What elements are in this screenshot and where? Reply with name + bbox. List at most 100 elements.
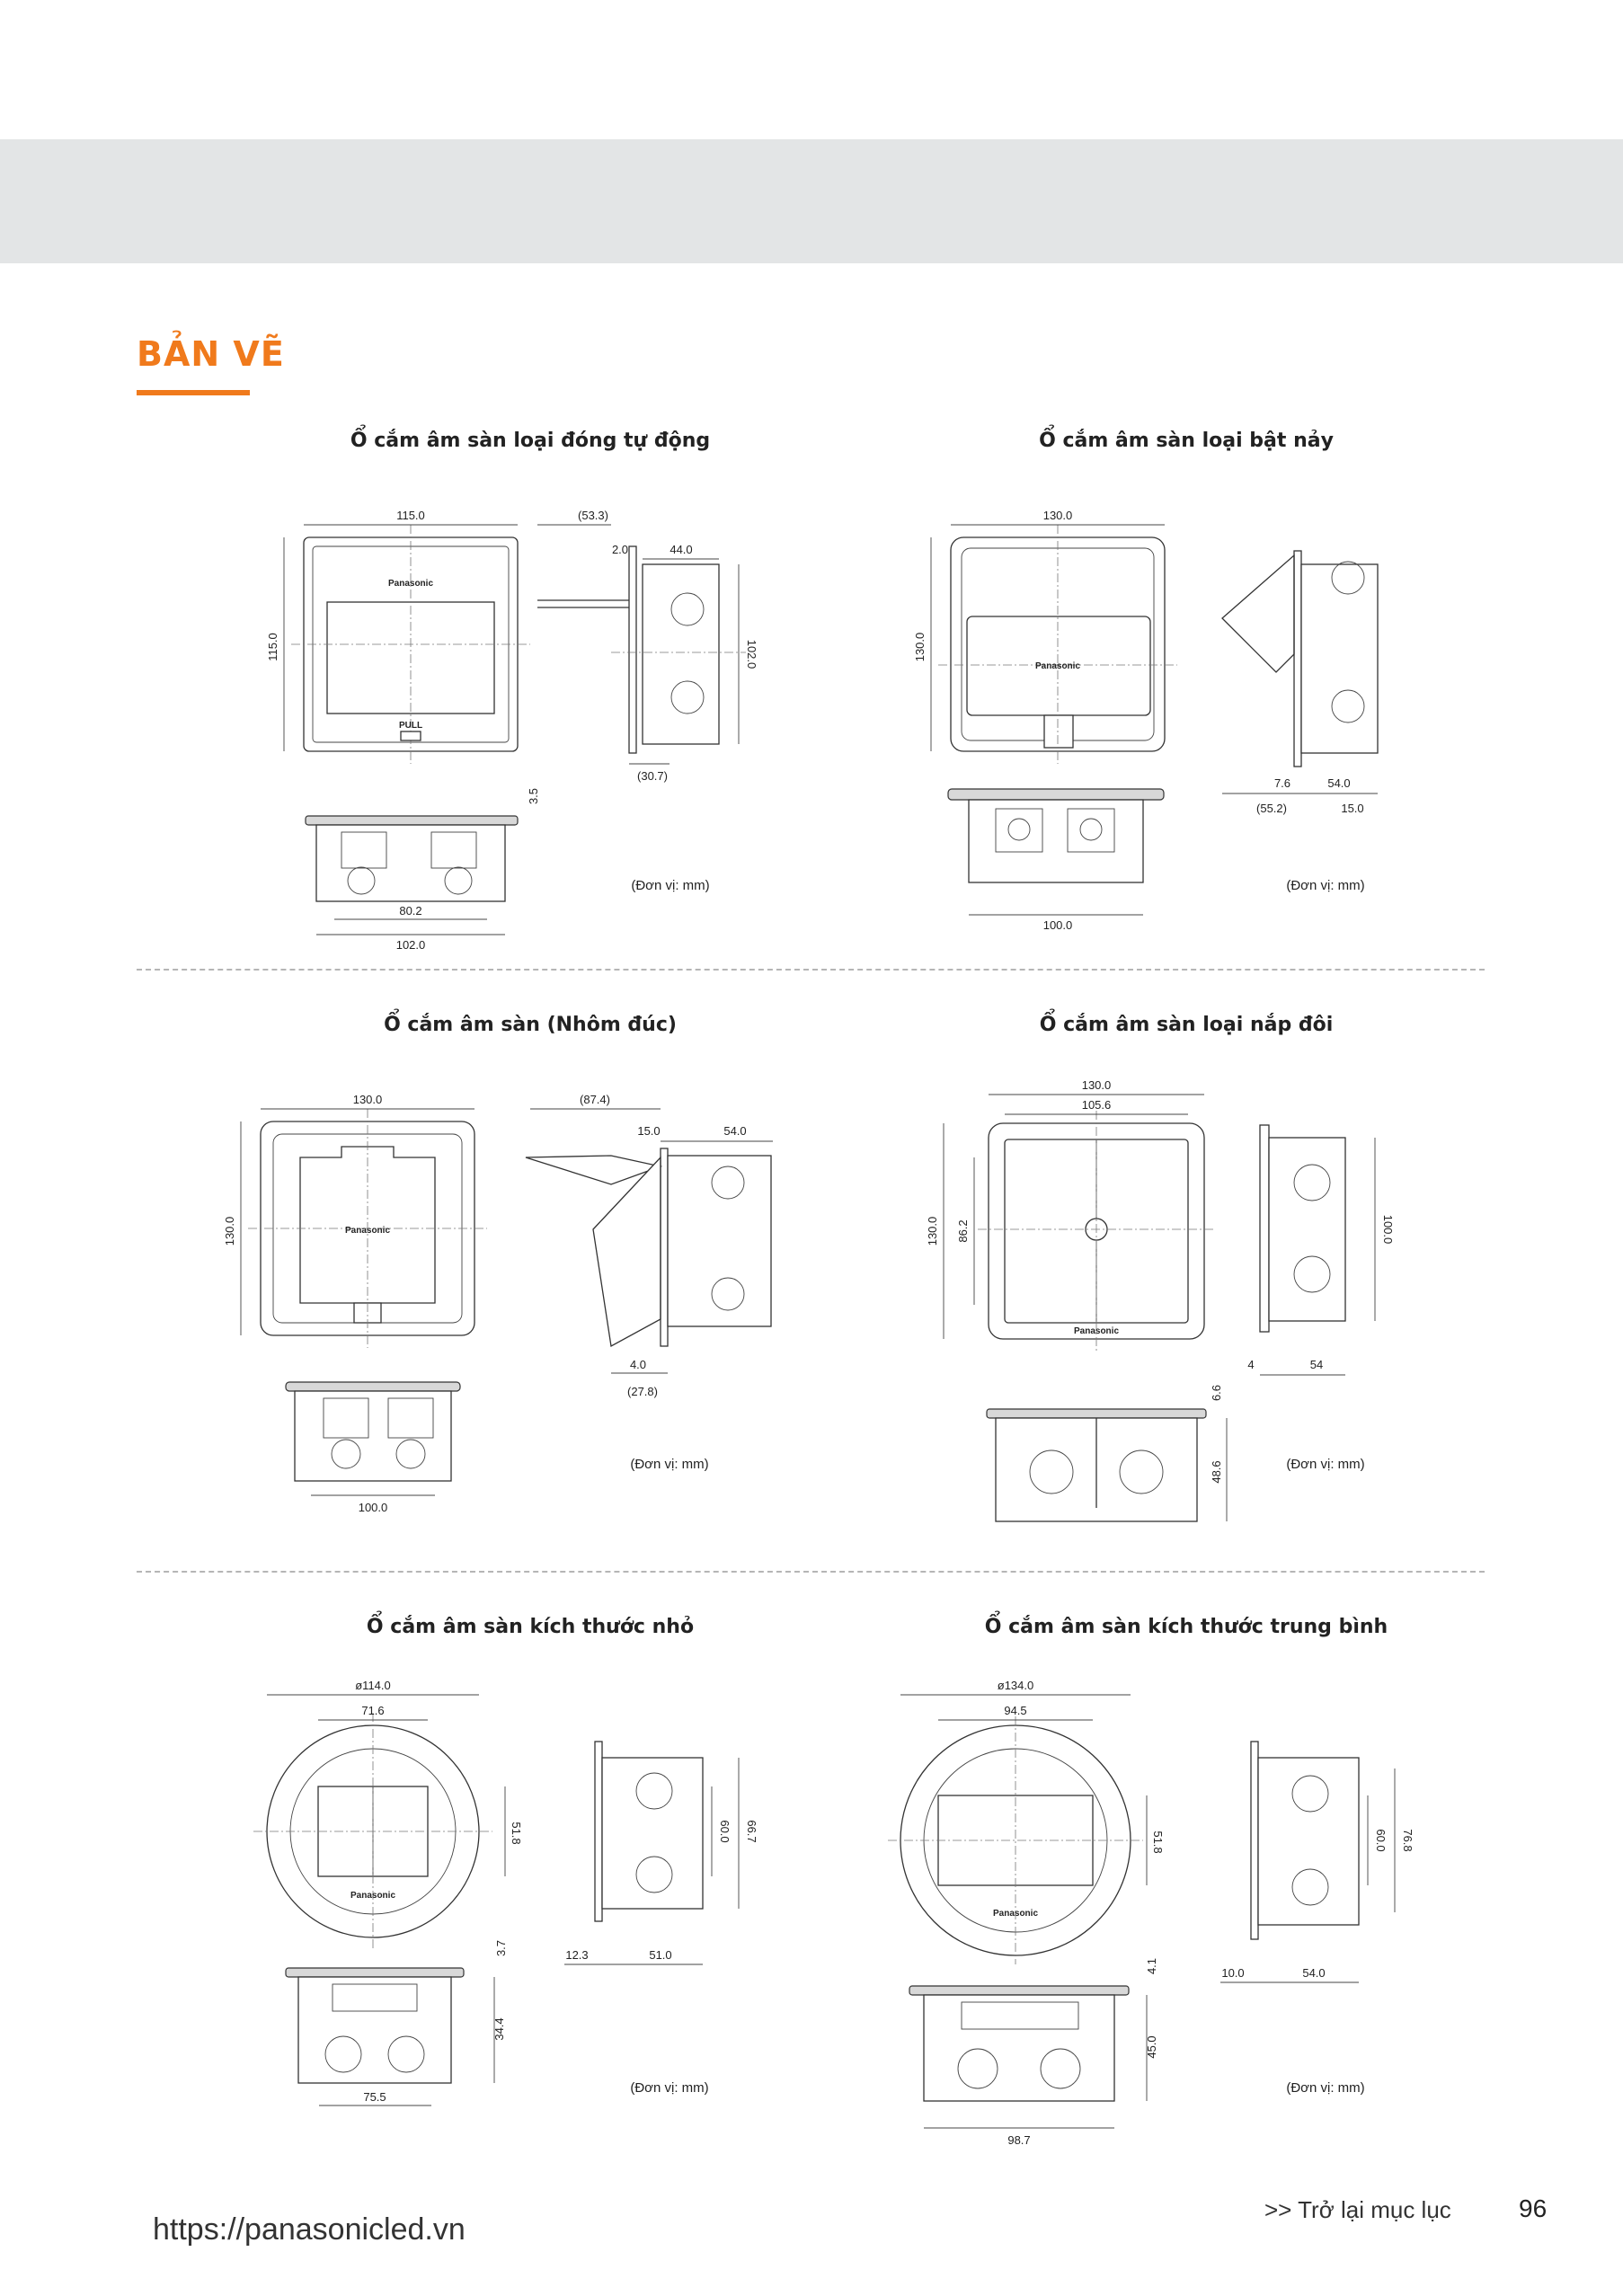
drawing-pop-up: Ổ cắm âm sàn loại bật nảy Panasonic 130.…: [845, 430, 1528, 969]
side-box: [1300, 563, 1379, 754]
drawing-title: Ổ cắm âm sàn kích thước nhỏ: [366, 1616, 695, 1638]
technical-drawing: Panasonic 130.0 105.6 130.0 86.2 100.0 4…: [926, 1078, 1395, 1522]
dim-open: (55.2): [1256, 802, 1287, 815]
dim-lid-height: 51.8: [510, 1822, 523, 1844]
unit-label: (Đơn vị: mm): [630, 1457, 708, 1472]
brand-logo-text: Panasonic: [345, 1226, 390, 1236]
dim-flange: 10.0: [1221, 1966, 1244, 1980]
dim-lid-height: 51.8: [1151, 1831, 1165, 1853]
page-number: 96: [1519, 2194, 1548, 2222]
dim-lid-depth: (30.7): [637, 769, 668, 783]
back-to-contents-link[interactable]: >> Trở lại mục lục: [1264, 2196, 1451, 2223]
brand-logo-text: Panasonic: [1074, 1326, 1119, 1336]
dim-width: 130.0: [353, 1093, 383, 1106]
dim-box-height: 60.0: [718, 1820, 732, 1842]
drawing-aluminium: Ổ cắm âm sàn (Nhôm đúc) Panasonic 130.0 …: [189, 1014, 872, 1553]
dim-base: 75.5: [363, 2090, 386, 2104]
section-title: BẢN VẼ: [137, 334, 285, 374]
front-box: [297, 1976, 452, 2084]
unit-label: (Đơn vị: mm): [631, 878, 709, 893]
side-box: [601, 1757, 704, 1910]
dim-offset: 15.0: [1341, 802, 1363, 815]
drawing-title: Ổ cắm âm sàn (Nhôm đúc): [384, 1014, 677, 1036]
dim-inner: 105.6: [1082, 1098, 1112, 1112]
dim-lid-depth: (27.8): [627, 1385, 658, 1398]
brand-logo-text: Panasonic: [1035, 661, 1080, 671]
dim-open: (87.4): [580, 1093, 610, 1106]
dim-box-height: 60.0: [1374, 1829, 1388, 1851]
drawing-small: Ổ cắm âm sàn kích thước nhỏ Panasonic ø1…: [189, 1616, 872, 2155]
dim-depth: 54.0: [1302, 1966, 1325, 1980]
drawing-auto-close: Ổ cắm âm sàn loại đóng tự động Panasonic…: [189, 430, 872, 969]
dim-overall-height: 66.7: [745, 1820, 758, 1842]
pull-label: PULL: [399, 721, 422, 731]
unit-label: (Đơn vị: mm): [1286, 878, 1364, 893]
technical-drawing: Panasonic PULL 115.0 115.0 (53.3) 2.0 44…: [266, 509, 758, 952]
section-title-underline: [137, 390, 250, 395]
brand-logo-text: Panasonic: [993, 1909, 1038, 1919]
drawing-title: Ổ cắm âm sàn kích thước trung bình: [984, 1616, 1388, 1638]
dim-inner-height: 86.2: [956, 1219, 970, 1242]
drawing-title: Ổ cắm âm sàn loại bật nảy: [1039, 430, 1334, 452]
dim-overall-height: 76.8: [1401, 1829, 1415, 1851]
side-box: [667, 1155, 772, 1327]
unit-label: (Đơn vị: mm): [1286, 1457, 1364, 1472]
front-box: [315, 824, 506, 902]
technical-drawing: Panasonic ø134.0 94.5 51.8 60.0 76.8 10.…: [888, 1679, 1415, 2147]
dim-thickness: 3.5: [527, 788, 540, 804]
dim-diameter: ø134.0: [998, 1679, 1033, 1692]
dim-inner: 80.2: [399, 904, 421, 918]
dim-width: 115.0: [396, 509, 425, 522]
technical-drawing: Panasonic 130.0 130.0 7.6 54.0 (55.2) 15…: [913, 509, 1379, 932]
brand-logo-text: Panasonic: [350, 1891, 395, 1901]
dim-depth: 54: [1310, 1358, 1323, 1371]
dim-width: 130.0: [1043, 509, 1073, 522]
side-flange: [628, 545, 637, 754]
brand-logo-text: Panasonic: [388, 579, 433, 589]
drawing-title: Ổ cắm âm sàn loại nắp đôi: [1039, 1014, 1334, 1036]
drawing-double-lid: Ổ cắm âm sàn loại nắp đôi Panasonic 130.…: [845, 1014, 1528, 1553]
popup-lid: [1221, 554, 1295, 673]
dim-box-height: 100.0: [1381, 1215, 1395, 1245]
technical-drawing: Panasonic ø114.0 71.6 51.8 60.0 66.7 12.…: [253, 1679, 758, 2106]
dim-lip: 4.0: [630, 1358, 646, 1371]
unit-label: (Đơn vị: mm): [1286, 2080, 1364, 2096]
dim-depth: 51.0: [649, 1948, 671, 1962]
front-box: [294, 1390, 452, 1482]
dim-lid-width: 71.6: [361, 1704, 384, 1717]
dim-thickness: 3.7: [494, 1940, 508, 1956]
dim-depth: 54.0: [1327, 776, 1350, 790]
dim-box-height: 102.0: [745, 640, 758, 669]
dim-flange: 12.3: [565, 1948, 588, 1962]
footer-website-url: https://panasonicled.vn: [153, 2212, 466, 2247]
dim-thickness: 4.1: [1145, 1958, 1158, 1974]
dim-height: 115.0: [266, 633, 279, 661]
dim-depth: 44.0: [670, 543, 692, 556]
unit-label: (Đơn vị: mm): [630, 2080, 708, 2096]
dim-lid-width: 94.5: [1004, 1704, 1026, 1717]
front-box: [968, 799, 1144, 883]
technical-drawing: Panasonic 130.0 130.0 (87.4) 15.0 54.0 4…: [223, 1093, 773, 1514]
side-box: [1257, 1757, 1360, 1926]
dim-diameter: ø114.0: [355, 1679, 391, 1692]
dim-base: 100.0: [1043, 918, 1073, 932]
side-box: [1268, 1137, 1346, 1322]
dim-box-depth: 45.0: [1145, 2035, 1158, 2058]
dim-box-depth: 48.6: [1210, 1460, 1223, 1483]
dim-base: 102.0: [396, 938, 426, 952]
dim-depth: 54.0: [723, 1124, 746, 1138]
drawing-medium: Ổ cắm âm sàn kích thước trung bình Panas…: [845, 1616, 1528, 2155]
dim-thickness: 6.6: [1210, 1385, 1223, 1401]
dim-height: 130.0: [223, 1217, 236, 1246]
front-box: [923, 1994, 1115, 2102]
dim-open: (53.3): [578, 509, 608, 522]
header-band: [0, 139, 1623, 263]
dim-flange: 4: [1247, 1358, 1254, 1371]
side-box: [642, 563, 720, 745]
separator: [137, 1571, 1485, 1573]
dim-flange: 15.0: [637, 1124, 660, 1138]
drawing-title: Ổ cắm âm sàn loại đóng tự động: [350, 430, 711, 452]
dim-base: 100.0: [359, 1501, 388, 1514]
dim-height: 130.0: [913, 633, 927, 662]
dim-flange: 7.6: [1274, 776, 1290, 790]
